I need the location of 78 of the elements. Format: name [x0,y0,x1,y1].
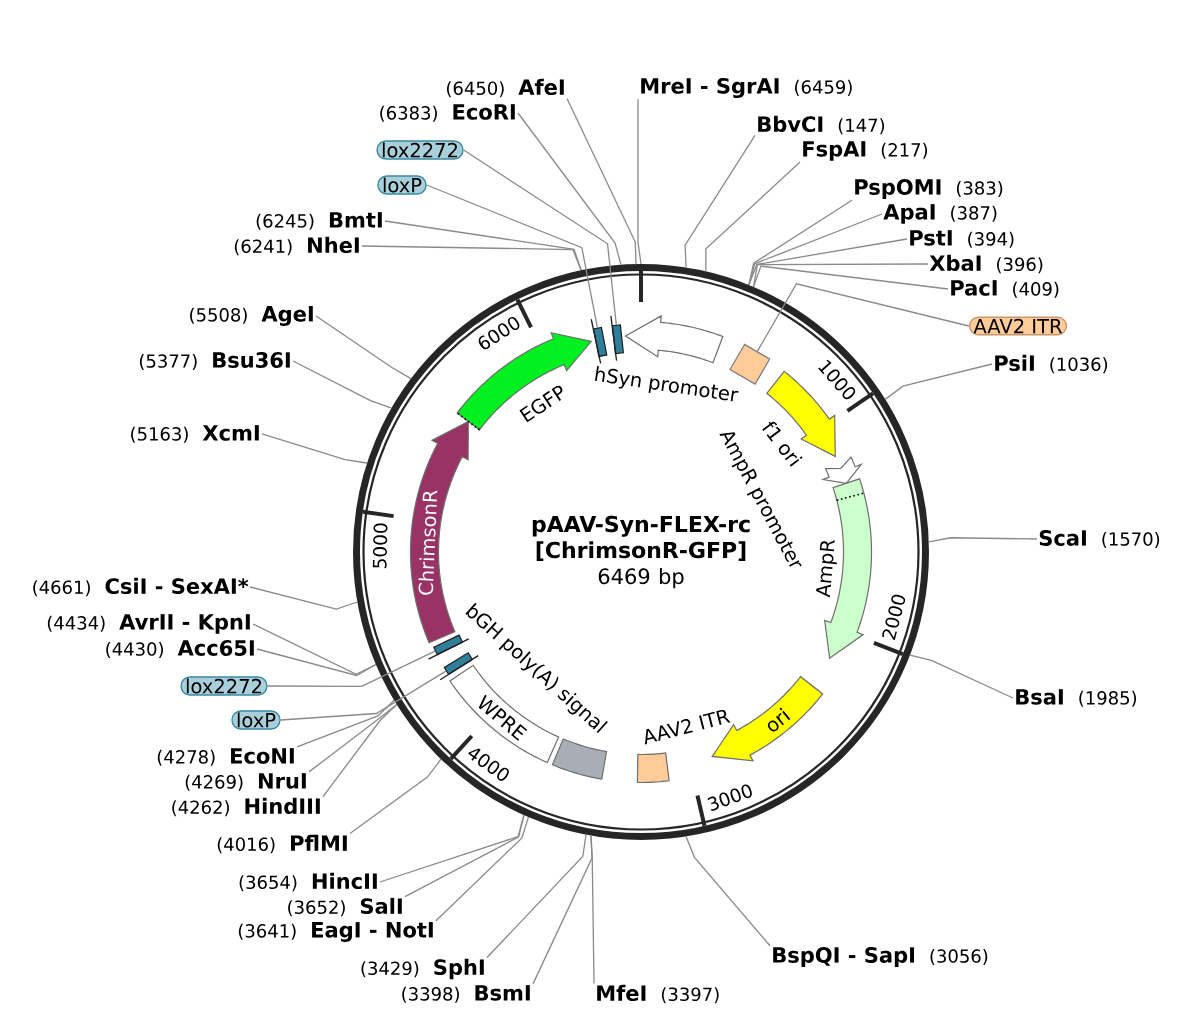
leader-line [532,834,593,985]
leader-line [252,623,377,676]
feature-callout: lox2272 [376,140,464,160]
site-label: MreI - SgrAI (6459) [641,77,852,99]
leader-line [705,161,801,273]
leader-line [296,699,395,748]
scale-number: 5000 [372,523,388,569]
site-label: MfeI (3397) [597,984,719,1004]
site-label: (4278) EcoNI [157,748,294,766]
leader-line [280,670,447,721]
leader-line [261,433,368,464]
leader-line [463,149,617,326]
leader-line [748,238,908,286]
feature-callout: AAV2 ITR [968,316,1068,336]
scale-number: 2000 [882,594,906,641]
site-label: (5508) AgeI [190,306,313,326]
site-label: (4269) NruI [185,773,306,791]
leader-line [426,184,599,329]
site-label: (6245) BmtI [256,212,382,230]
leader-line [322,703,398,798]
site-label: PspOMI (383) [855,179,1003,199]
site-label: XbaI (396) [929,254,1043,274]
feature-callout: loxP [231,710,281,730]
site-label: (4016) PflMI [217,834,347,854]
leader-line [292,360,393,409]
site-label: (4430) Acc65I [106,640,254,658]
site-label: (5377) Bsu36I [139,352,290,370]
leader-line [685,835,771,947]
site-label: (3429) SphI [361,958,484,980]
site-label: (6383) EcoRI [380,104,515,122]
leader-line [315,315,412,380]
leader-line [752,265,949,290]
site-label: ScaI (1570) [1039,530,1160,548]
feature-label: AmpR [816,540,837,598]
leader-line [308,703,398,773]
leader-line [249,586,359,610]
site-label: (3398) BsmI [402,985,530,1003]
leader-line [486,834,587,959]
leader-line [884,363,993,401]
site-label: BsaI (1985) [1016,689,1137,707]
site-label: (4661) CsiI - SexAI* [33,577,249,597]
leader-line [267,650,436,688]
leader-line [349,758,442,835]
site-label: (3641) EagI - NotI [238,922,433,942]
site-label: (4434) AvrII - KpnI [47,614,250,634]
leader-line [637,98,642,265]
leader-line [384,220,582,271]
site-label: BspQI - SapI (3056) [773,947,988,967]
site-label: (5163) XcmI [131,425,259,443]
leader-line [566,97,637,265]
feature-label: f1 ori [762,421,803,467]
leader-line [256,648,377,677]
feature-label: hSyn promoter [594,366,739,402]
site-label: FspAI (217) [803,141,928,161]
lox-site [590,318,608,364]
site-label: (3652) SalI [288,897,402,917]
lox-site [610,315,625,362]
site-label: PsiI (1036) [995,354,1108,374]
site-label: BbvCI (147) [758,115,885,135]
lox-site [439,651,479,681]
feature-callout: loxP [377,175,427,195]
leader-line [379,814,525,883]
leader-line [752,263,929,288]
leader-line [909,654,1014,699]
leader-line [517,112,622,266]
site-label: (3654) HincII [239,872,377,892]
scale-number: 3000 [707,784,752,811]
site-label: (6241) NheI [234,236,359,256]
leader-line [928,537,1038,543]
leader-line [684,134,756,269]
leader-line [435,816,530,922]
feature-callout: lox2272 [180,676,268,696]
site-label: (6450) AfeI [447,78,564,98]
site-label: PacI (409) [951,280,1059,298]
leader-line [756,283,970,352]
site-label: (4262) HindIII [172,797,320,817]
site-label: PstI (394) [910,230,1014,248]
site-label: ApaI (387) [883,204,997,224]
